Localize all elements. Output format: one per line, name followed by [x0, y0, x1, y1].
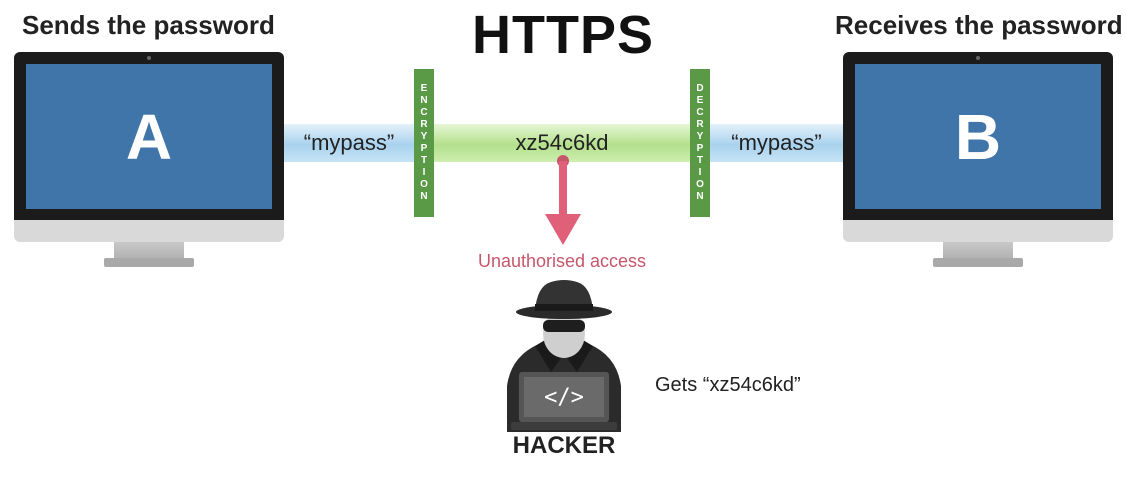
plaintext-left-label: “mypass”	[303, 130, 395, 155]
encryption-letter: R	[420, 119, 428, 130]
hacker-icon: </>	[507, 280, 621, 432]
decryption-letter: P	[696, 143, 704, 154]
plaintext-pipe-right: “mypass”	[710, 124, 843, 162]
encryption-letter: O	[420, 179, 428, 190]
down-arrow-icon	[545, 155, 581, 245]
decryption-letter: O	[696, 179, 704, 190]
decryption-letter: Y	[696, 131, 704, 142]
decryption-letter: T	[696, 155, 704, 166]
encryption-bar: E N C R Y P T I O N	[414, 69, 434, 217]
encryption-letter: N	[420, 95, 428, 106]
plaintext-right-label: “mypass”	[731, 130, 822, 155]
hacker-label: HACKER	[512, 432, 616, 459]
decryption-bar: D E C R Y P T I O N	[690, 69, 710, 217]
computer-a-label: A	[26, 64, 272, 209]
laptop-code-label: </>	[544, 385, 584, 410]
decryption-letter: E	[696, 95, 704, 106]
ciphertext-label: xz54c6kd	[515, 130, 609, 155]
diagram-title: HTTPS	[471, 5, 654, 65]
computer-b-label: B	[855, 64, 1101, 209]
sender-label: Sends the password	[22, 10, 275, 40]
encryption-letter: N	[420, 191, 428, 202]
receiver-label: Receives the password	[835, 10, 1123, 40]
encryption-letter: Y	[420, 131, 428, 142]
encryption-letter: I	[422, 167, 426, 178]
encryption-letter: E	[420, 83, 428, 94]
decryption-letter: C	[696, 107, 704, 118]
encryption-letter: T	[420, 155, 428, 166]
unauthorised-access-label: Unauthorised access	[477, 251, 647, 271]
decryption-letter: D	[696, 83, 704, 94]
plaintext-pipe-left: “mypass”	[284, 124, 414, 162]
monitor-a-icon: A	[14, 52, 284, 267]
decryption-letter: N	[696, 191, 704, 202]
encryption-letter: P	[420, 143, 428, 154]
decryption-letter: R	[696, 119, 704, 130]
hacker-gets-label: Gets “xz54c6kd”	[655, 374, 801, 396]
decryption-letter: I	[698, 167, 702, 178]
encryption-letter: C	[420, 107, 428, 118]
monitor-b-icon: B	[843, 52, 1113, 267]
